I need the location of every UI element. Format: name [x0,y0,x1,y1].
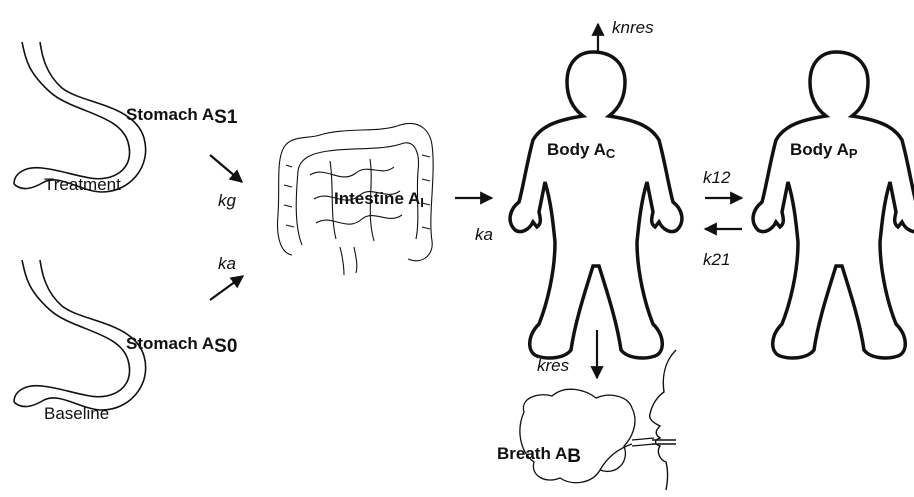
face-profile-icon [650,350,676,490]
stomach-s0-label: Stomach AS0 [126,334,237,353]
rate-kres-label: kres [537,357,569,374]
body-silhouette-icon [753,52,914,358]
rate-knres-label: knres [612,19,654,36]
body-peripheral-label: Body AP [790,141,858,158]
rate-k21-label: k21 [703,251,730,268]
stomach-s1-label: Stomach AS1 [126,105,237,124]
intestine-label: Intestine AI [334,190,424,207]
body-silhouette-icon [510,52,682,358]
rate-kg-label: kg [218,192,236,209]
body-central-label: Body AC [547,141,615,158]
rate-k12-label: k12 [703,169,730,186]
rate-ka-stomach-label: ka [218,255,236,272]
rate-ka-intestine-label: ka [475,226,493,243]
lungs-icon [520,389,654,482]
breath-label: Breath AB [497,444,581,463]
treatment-label: Treatment [44,176,121,193]
baseline-label: Baseline [44,405,109,422]
